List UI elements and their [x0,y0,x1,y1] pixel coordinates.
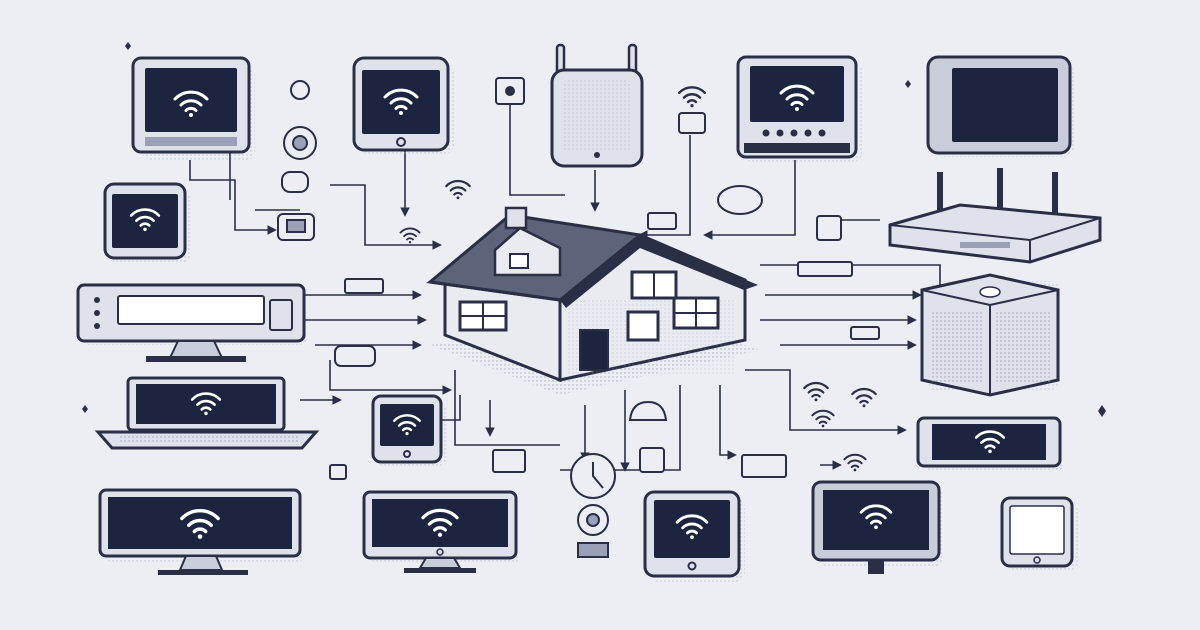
screen [362,70,440,134]
sensor-icon [816,215,842,241]
small-router-icon [329,464,347,480]
home-button [403,450,411,458]
house-icon [426,206,760,395]
screen [372,499,508,547]
screen [1009,505,1065,555]
phone-bottom-right [1000,496,1078,572]
switch-icon [678,112,706,134]
phone-bottom [643,490,745,582]
label-tag-icon [850,326,880,340]
screen [136,384,276,424]
chimney [504,206,528,230]
screen [112,194,178,248]
home-button [687,561,697,571]
screen [952,68,1058,142]
monitor-bottom-center [362,490,520,573]
smart-plug-icon [639,447,665,473]
screen [932,424,1046,460]
tablet-bottom-right [811,480,943,574]
sparkle-decorations [82,42,1106,417]
home-button [1033,556,1041,564]
phone-center [371,394,446,468]
phone-left [103,182,190,264]
tablet-top-right [926,55,1074,157]
monitor-bottom-left [98,488,304,575]
small-icons [277,77,880,558]
bell-icon [628,400,668,421]
laptop-left [94,376,320,450]
tablet-right [916,416,1064,470]
network-switch [736,55,862,162]
home-button [396,137,406,147]
screen [380,404,434,446]
house-door [579,329,609,371]
screen [108,497,292,549]
panel-icon [741,454,787,478]
wifi-extender [550,43,644,168]
phone-top [352,56,454,154]
desktop-left [76,283,308,362]
lens-icon [717,185,763,215]
smartphone-top-left [131,56,255,160]
smart-speaker [920,273,1060,397]
wifi-router [888,168,1102,264]
hub-icon [334,345,376,367]
remote-icon [344,278,384,294]
small-badge-icon [647,212,677,230]
display-strip-icon [797,261,853,277]
screen [654,500,730,558]
card-reader-icon [492,449,526,473]
connector-icon [290,80,310,100]
house-window [626,310,660,342]
plug-icon [281,171,309,193]
status-light [594,152,600,158]
